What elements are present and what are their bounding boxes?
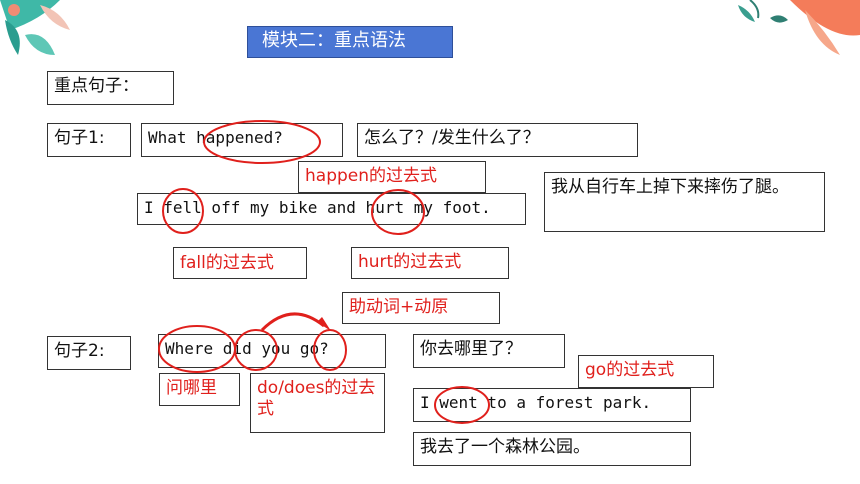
sentence2b-chinese: 我去了一个森林公园。 bbox=[413, 432, 691, 466]
section-label: 重点句子： bbox=[47, 71, 174, 105]
note-fall-past: fall的过去式 bbox=[173, 247, 307, 279]
sentence2-english: Where did you go? bbox=[158, 334, 386, 368]
page-title: 模块二：重点语法 bbox=[247, 26, 453, 58]
leaf-decoration-top-right bbox=[738, 0, 860, 55]
note-go-past: go的过去式 bbox=[578, 355, 714, 388]
leaf-decoration-top-left bbox=[0, 0, 70, 55]
sentence1-chinese: 怎么了？/发生什么了？ bbox=[357, 123, 638, 157]
arrow-head-icon bbox=[317, 317, 331, 331]
sentence2b-english: I went to a forest park. bbox=[413, 388, 691, 422]
arrow-did-to-go bbox=[260, 312, 325, 332]
sentence2-chinese: 你去哪里了？ bbox=[413, 334, 565, 368]
sentence1-english: What happened? bbox=[141, 123, 343, 157]
note-happen-past: happen的过去式 bbox=[298, 161, 486, 193]
note-do-past: do/does的过去式 bbox=[250, 373, 385, 433]
sentence2-label: 句子2: bbox=[47, 336, 131, 370]
note-where: 问哪里 bbox=[159, 373, 240, 406]
note-auxiliary-verb: 助动词+动原 bbox=[342, 292, 500, 324]
sentence1-label: 句子1: bbox=[47, 123, 131, 157]
sentence1b-english: I fell off my bike and hurt my foot. bbox=[137, 193, 526, 225]
sentence1b-chinese: 我从自行车上掉下来摔伤了腿。 bbox=[544, 172, 825, 232]
note-hurt-past: hurt的过去式 bbox=[351, 247, 509, 279]
